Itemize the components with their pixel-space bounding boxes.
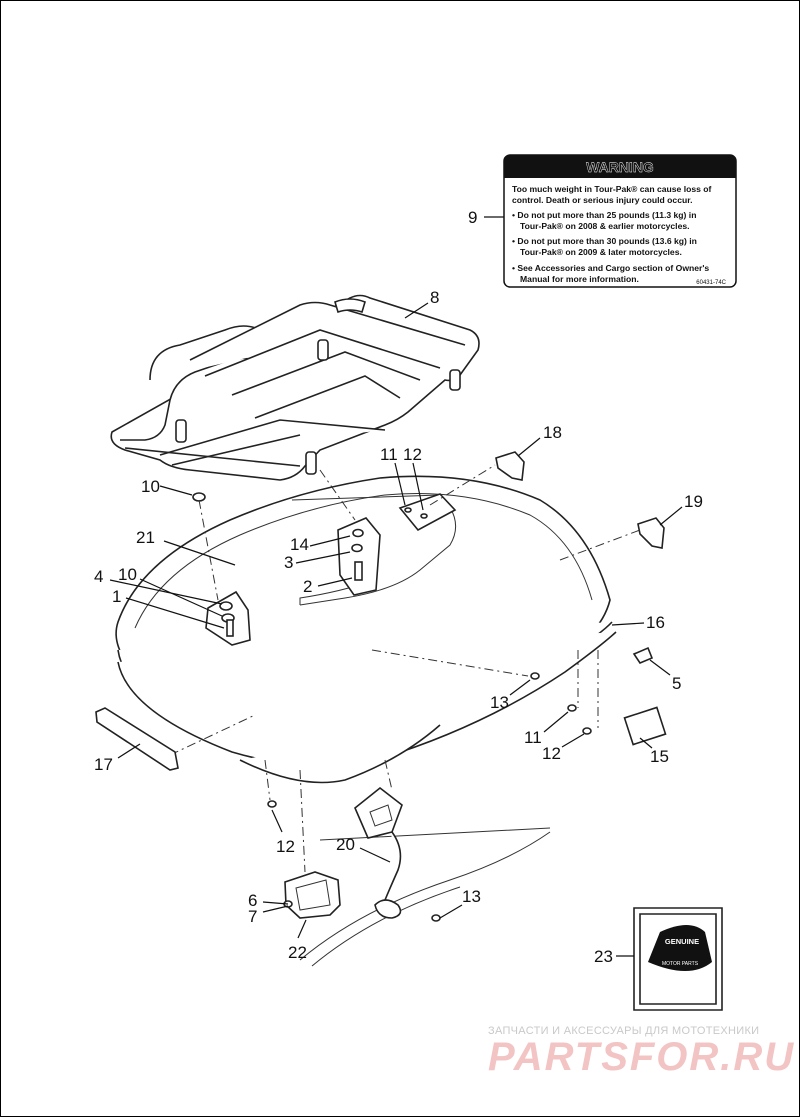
assembly-line — [198, 499, 219, 601]
callout-2: 2 — [303, 577, 312, 596]
callout-6: 6 — [248, 891, 257, 910]
assembly-line — [169, 714, 256, 756]
callout-17: 17 — [94, 755, 113, 774]
callout-11: 11 — [380, 445, 398, 464]
callout-4: 4 — [94, 567, 103, 586]
callout-13: 13 — [490, 693, 509, 712]
luggage-rack — [110, 294, 480, 481]
support-strap — [95, 707, 179, 771]
callout-9: 9 — [468, 208, 477, 227]
callout-15: 15 — [650, 747, 669, 766]
callout-21: 21 — [136, 528, 155, 547]
callout-12: 12 — [276, 837, 295, 856]
callout-10: 10 — [141, 477, 160, 496]
assembly-line — [577, 650, 599, 728]
hinge-assembly-left — [205, 590, 251, 646]
warning-code: 60431-74C — [696, 280, 726, 286]
assembly-line — [384, 759, 393, 791]
screws — [267, 672, 592, 922]
callout-18: 18 — [543, 423, 562, 442]
latch-striker — [398, 493, 457, 532]
callout-1: 1 — [112, 587, 121, 606]
warning-title: WARNING — [586, 159, 654, 175]
kit-box-bottom-text: MOTOR PARTS — [662, 961, 699, 967]
callout-16: 16 — [646, 613, 665, 632]
warning-line: Tour-Pak® on 2008 & earlier motorcycles. — [520, 221, 690, 231]
washer — [192, 492, 206, 502]
callout-20: 20 — [336, 835, 355, 854]
warning-label: WARNING Too much weight in Tour-Pak® can… — [503, 154, 737, 288]
interior-lamp — [354, 786, 403, 919]
callout-8: 8 — [430, 288, 439, 307]
warning-line: • Do not put more than 25 pounds (11.3 k… — [512, 210, 696, 220]
callout-10: 10 — [118, 565, 137, 584]
parts-kit-box: GENUINE MOTOR PARTS — [633, 907, 723, 1011]
warning-line: control. Death or serious injury could o… — [512, 195, 693, 205]
callout-12: 12 — [542, 744, 561, 763]
hinge-assembly-right — [337, 517, 381, 596]
watermark-tagline: ЗАПЧАСТИ И АКСЕССУАРЫ ДЛЯ МОТОТЕХНИКИ — [488, 1025, 759, 1037]
reflective-label — [623, 706, 667, 746]
assembly-line — [264, 759, 306, 873]
callout-3: 3 — [284, 553, 293, 572]
warning-line: Manual for more information. — [520, 274, 639, 284]
assembly-line — [559, 529, 641, 561]
watermark-brand: PARTSFOR.RU — [488, 1035, 795, 1079]
kit-box-top-text: GENUINE — [665, 937, 699, 946]
callout-13: 13 — [462, 887, 481, 906]
watermark: ЗАПЧАСТИ И АКСЕССУАРЫ ДЛЯ МОТОТЕХНИКИ PA… — [488, 1025, 795, 1079]
hinge-cap-18 — [495, 451, 525, 481]
assembly-line — [429, 464, 496, 506]
callout-12: 12 — [403, 445, 422, 464]
callout-7: 7 — [248, 907, 257, 926]
warning-line: Tour-Pak® on 2009 & later motorcycles. — [520, 247, 682, 257]
assembly-line — [371, 649, 529, 677]
hinge-cap-19 — [637, 517, 665, 549]
latch-assembly — [283, 871, 341, 919]
callout-11: 11 — [524, 728, 542, 747]
warning-line: Too much weight in Tour-Pak® can cause l… — [512, 184, 712, 194]
callout-22: 22 — [288, 943, 307, 962]
warning-line: • Do not put more than 30 pounds (13.6 k… — [512, 236, 697, 246]
warning-line: • See Accessories and Cargo section of O… — [512, 263, 709, 273]
callout-23: 23 — [594, 947, 613, 966]
callout-19: 19 — [684, 492, 703, 511]
leader-lines — [109, 216, 683, 957]
callout-5: 5 — [672, 674, 681, 693]
callouts: 9 8 10 21 4 10 1 14 3 2 11 12 18 19 16 5… — [94, 208, 703, 966]
callout-14: 14 — [290, 535, 309, 554]
clip — [632, 646, 654, 664]
